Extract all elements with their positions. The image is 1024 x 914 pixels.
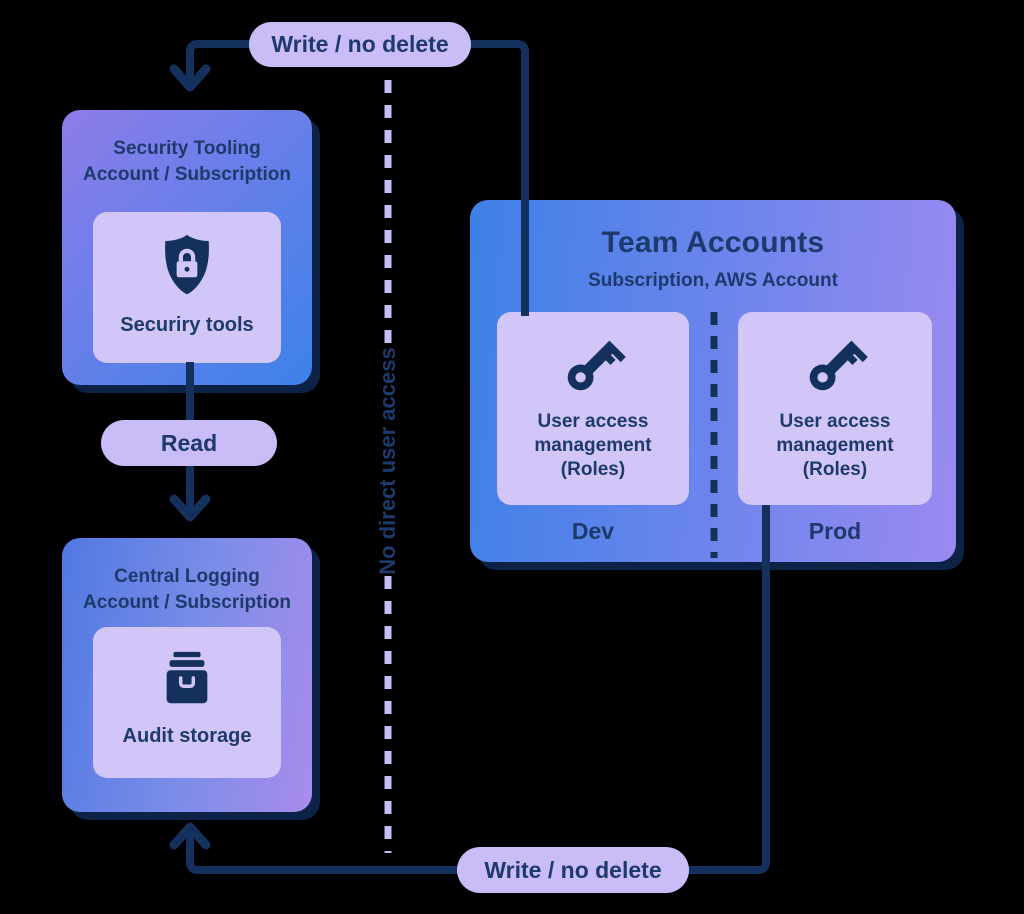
team-accounts-box: Team Accounts Subscription, AWS Account … bbox=[470, 200, 956, 562]
audit-storage-card: Audit storage bbox=[93, 627, 281, 778]
team-accounts-title: Team Accounts bbox=[601, 226, 825, 259]
central-logging-box: Central Logging Account / Subscription A… bbox=[62, 538, 312, 812]
shield-lock-icon bbox=[165, 234, 209, 295]
no-direct-user-access-label: No direct user access bbox=[375, 347, 400, 575]
security-box-title-line1: Security Tooling bbox=[113, 138, 261, 159]
security-tools-label: Securiry tools bbox=[120, 314, 254, 336]
archive-box-icon bbox=[166, 651, 208, 704]
key-icon bbox=[809, 340, 868, 391]
dev-access-label: User access management (Roles) bbox=[534, 411, 652, 480]
security-box-title: Security Tooling Account / Subscription bbox=[62, 136, 312, 187]
logging-box-title-line2: Account / Subscription bbox=[83, 591, 291, 613]
prod-label: Prod bbox=[808, 518, 862, 544]
prod-access-label: User access management (Roles) bbox=[776, 411, 894, 480]
arrow-down-icon bbox=[169, 494, 211, 522]
prod-access-card: User access management (Roles) bbox=[738, 312, 932, 505]
write-no-delete-pill-bottom: Write / no delete bbox=[457, 847, 689, 893]
logging-box-title-line1: Central Logging bbox=[114, 566, 260, 587]
arrow-down-icon bbox=[169, 64, 211, 92]
audit-storage-label: Audit storage bbox=[122, 725, 252, 747]
team-accounts-subtitle: Subscription, AWS Account bbox=[588, 270, 838, 291]
dev-label: Dev bbox=[571, 518, 615, 544]
logging-box-title: Central Logging Account / Subscription bbox=[62, 564, 312, 615]
security-tools-card: Securiry tools bbox=[93, 212, 281, 363]
dev-access-card: User access management (Roles) bbox=[497, 312, 689, 505]
security-box-title-line2: Account / Subscription bbox=[83, 163, 291, 185]
key-icon bbox=[567, 340, 626, 391]
write-no-delete-pill-top: Write / no delete bbox=[249, 22, 471, 67]
read-pill: Read bbox=[101, 420, 277, 466]
arrow-up-icon bbox=[169, 822, 211, 850]
security-tooling-box: Security Tooling Account / Subscription … bbox=[62, 110, 312, 385]
